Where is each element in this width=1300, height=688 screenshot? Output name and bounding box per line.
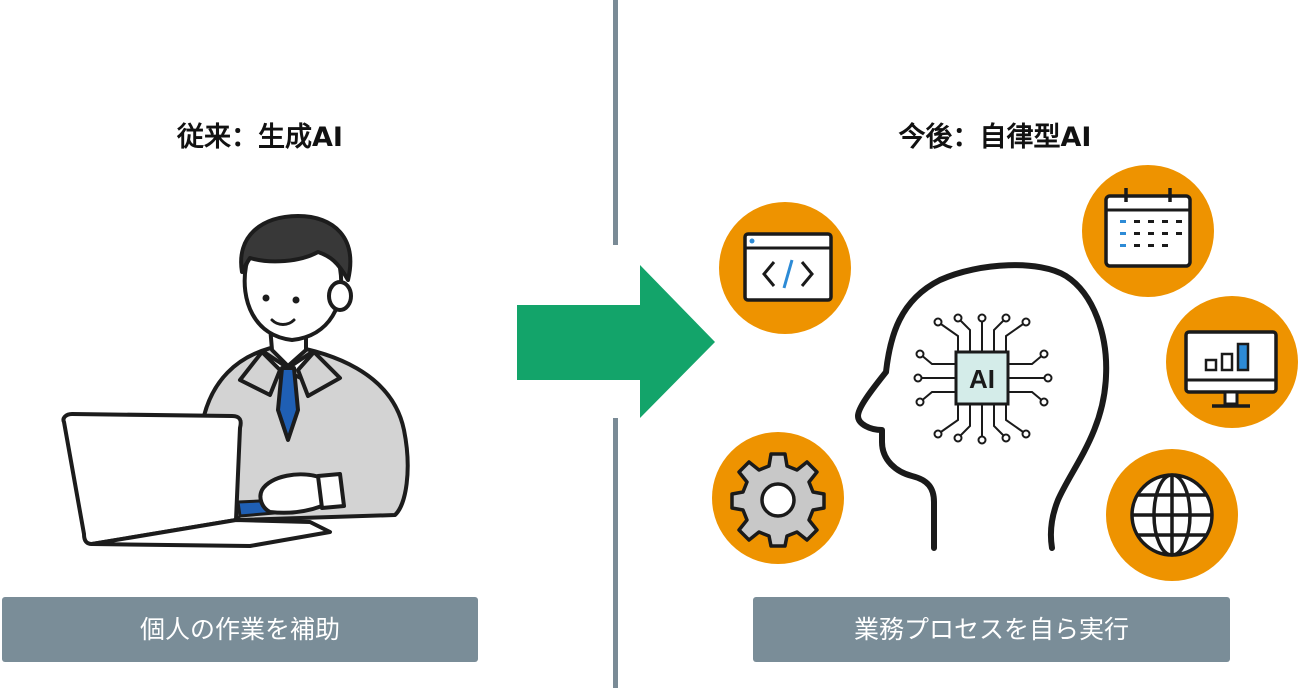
right-lapel bbox=[296, 350, 342, 398]
head-outline bbox=[855, 262, 1110, 551]
bar-chart-monitor-icon bbox=[1166, 296, 1298, 428]
laptop-base bbox=[90, 518, 332, 548]
code-window-icon bbox=[719, 202, 851, 334]
right-eye bbox=[292, 296, 300, 304]
necktie bbox=[276, 366, 300, 442]
hair bbox=[239, 214, 353, 282]
right-title: 今後：自律型AI bbox=[898, 122, 1092, 153]
cuff bbox=[316, 472, 346, 510]
left-lapel bbox=[238, 350, 282, 397]
person-illustration bbox=[61, 214, 410, 548]
left-caption: 個人の作業を補助 bbox=[2, 597, 478, 662]
calendar-icon bbox=[1082, 165, 1214, 297]
ai-chip-label: AI bbox=[969, 364, 995, 394]
ai-head-illustration bbox=[855, 262, 1110, 551]
globe-icon bbox=[1106, 449, 1238, 581]
mouth bbox=[270, 318, 296, 326]
section-divider-bottom bbox=[613, 418, 618, 688]
ear bbox=[327, 280, 353, 312]
circuit-traces bbox=[913, 313, 1053, 445]
laptop-screen-back bbox=[61, 412, 243, 546]
ai-chip bbox=[954, 350, 1010, 406]
right-caption: 業務プロセスを自ら実行 bbox=[753, 597, 1230, 662]
left-eye bbox=[262, 294, 270, 302]
left-title: 従来：生成AI bbox=[177, 122, 343, 153]
section-divider-top bbox=[613, 0, 618, 245]
gear-icon bbox=[712, 432, 844, 564]
transition-arrow bbox=[517, 265, 715, 418]
